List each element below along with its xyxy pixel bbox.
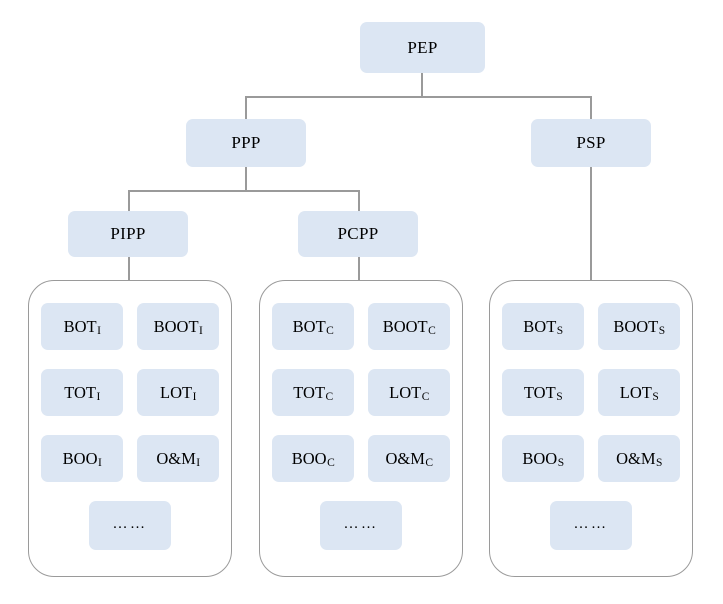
- connector-bus-to-psp: [590, 96, 592, 119]
- leaf-subscript: I: [97, 324, 101, 337]
- connector-bus-level2: [245, 96, 592, 98]
- leaf-label: O&M: [156, 448, 196, 468]
- connector-bus-to-pcpp: [358, 190, 360, 211]
- leaf-row: ……: [89, 501, 171, 550]
- leaf-subscript: I: [96, 390, 101, 403]
- leaf-label: O&M: [616, 448, 656, 468]
- leaf-label: BOO: [522, 448, 558, 468]
- leaf-subscript: S: [556, 390, 563, 403]
- leaf-node-more[interactable]: ……: [550, 501, 632, 550]
- connector-pipp-to-group: [128, 257, 130, 280]
- connector-bus-to-pipp: [128, 190, 130, 211]
- leaf-label: BOO: [62, 448, 98, 468]
- leaf-label: LOT: [389, 382, 422, 402]
- leaf-subscript: I: [199, 324, 203, 337]
- leaf-label: TOT: [523, 382, 556, 402]
- leaf-label: TOT: [64, 382, 96, 402]
- node-pipp[interactable]: PIPP: [68, 211, 188, 257]
- leaf-label: TOT: [293, 382, 326, 402]
- leaf-label: BOT: [523, 316, 557, 336]
- node-pep[interactable]: PEP: [360, 22, 485, 73]
- leaf-label: BOOT: [382, 316, 428, 336]
- leaf-subscript: S: [557, 456, 565, 469]
- connector-pep-to-bus: [421, 73, 423, 97]
- leaf-subscript: S: [556, 324, 564, 337]
- leaf-subscript: I: [192, 390, 197, 403]
- leaf-subscript: I: [196, 456, 201, 469]
- leaf-subscript: C: [327, 456, 335, 469]
- leaf-subscript: C: [421, 390, 430, 403]
- connector-bus-to-ppp: [245, 96, 247, 119]
- leaf-label: BOOT: [613, 316, 659, 336]
- leaf-label: BOT: [292, 316, 326, 336]
- leaf-label: BOO: [291, 448, 327, 468]
- leaf-subscript: S: [658, 324, 666, 337]
- leaf-subscript: S: [652, 390, 659, 403]
- leaf-node-more[interactable]: ……: [320, 501, 402, 550]
- connector-bus-level3: [128, 190, 360, 192]
- leaf-subscript: I: [98, 456, 102, 469]
- leaf-subscript: S: [656, 456, 663, 469]
- leaf-subscript: C: [326, 324, 334, 337]
- leaf-row: ……: [320, 501, 402, 550]
- connector-pcpp-to-group: [358, 257, 360, 280]
- leaf-node-more[interactable]: ……: [89, 501, 171, 550]
- leaf-label: O&M: [385, 448, 425, 468]
- node-psp[interactable]: PSP: [531, 119, 651, 167]
- leaf-label: BOOT: [153, 316, 199, 336]
- connector-ppp-to-bus: [245, 167, 247, 191]
- leaf-label: LOT: [619, 382, 652, 402]
- leaf-row: ……: [550, 501, 632, 550]
- leaf-subscript: C: [425, 456, 434, 469]
- leaf-subscript: C: [428, 324, 436, 337]
- leaf-label: LOT: [160, 382, 193, 402]
- connector-psp-to-group: [590, 167, 592, 280]
- leaf-subscript: C: [325, 390, 334, 403]
- node-pcpp[interactable]: PCPP: [298, 211, 418, 257]
- leaf-label: BOT: [63, 316, 97, 336]
- node-ppp[interactable]: PPP: [186, 119, 306, 167]
